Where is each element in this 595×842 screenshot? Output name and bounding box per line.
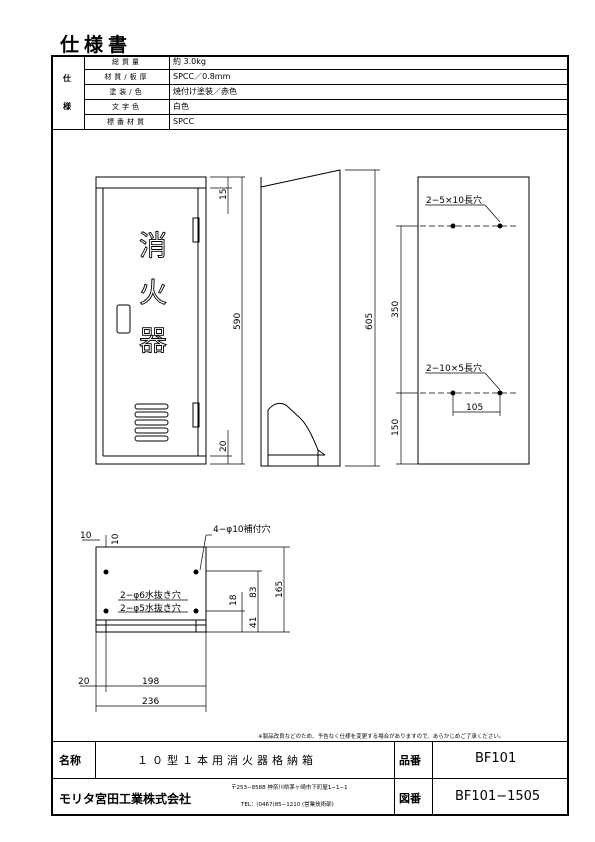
front-char: 消 bbox=[139, 229, 167, 262]
drawing-number: BF101−1505 bbox=[455, 789, 541, 804]
dim-hole-span: 350 bbox=[391, 301, 401, 318]
side-bracket bbox=[267, 402, 319, 466]
dim-plan-83: 83 bbox=[249, 587, 259, 598]
spec-row-label: 文字色 bbox=[85, 100, 170, 114]
dim-plan-20: 20 bbox=[78, 677, 90, 687]
dim-plan-h1: 2−φ6水抜き穴 bbox=[120, 589, 181, 601]
front-char: 器 bbox=[139, 324, 167, 357]
title-block-divider bbox=[95, 741, 96, 778]
disclaimer-note: ※製品改良などのため、予告なく仕様を変更する場合がありますので、あらかじめご了承… bbox=[258, 734, 505, 740]
page-title: 仕様書 bbox=[60, 34, 133, 56]
side-view bbox=[260, 169, 341, 467]
spec-row: 塗装/色 焼付け塗装／赤色 bbox=[85, 85, 569, 100]
company-name: モリタ宮田工業株式会社 bbox=[59, 792, 192, 806]
spec-row-label: 塗装/色 bbox=[85, 85, 170, 99]
front-outline bbox=[95, 176, 207, 465]
spec-row-value: SPCC／0.8mm bbox=[173, 72, 231, 81]
spec-row: 文字色 白色 bbox=[85, 100, 569, 115]
name-label: 名称 bbox=[59, 754, 81, 767]
spec-row-value: SPCC bbox=[173, 117, 195, 126]
title-block-top-rule bbox=[51, 741, 569, 742]
dim-holes-bottom: 2−10×5長穴 bbox=[426, 362, 482, 374]
back-dimensions bbox=[396, 204, 501, 465]
spec-row-label: 総質量 bbox=[85, 55, 170, 69]
dim-plan-holes: 4−φ10補付穴 bbox=[213, 523, 271, 535]
spec-row-label: 標番材質 bbox=[85, 115, 170, 129]
name-value: １０型１本用消火器格納箱 bbox=[137, 754, 317, 767]
hinge-bottom bbox=[192, 402, 200, 428]
dim-plan-198: 198 bbox=[142, 677, 159, 687]
front-dimensions bbox=[210, 176, 245, 465]
part-number: BF101 bbox=[475, 751, 517, 766]
hinge-top bbox=[192, 217, 200, 243]
door-handle bbox=[116, 304, 131, 334]
dim-plan-18: 18 bbox=[229, 594, 239, 606]
spec-table: 仕 様 総質量 約 3.0kg 材質/板厚 SPCC／0.8mm 塗装/色 焼付… bbox=[51, 55, 569, 130]
dim-front-top: 15 bbox=[219, 189, 229, 200]
dim-front-height: 590 bbox=[233, 313, 243, 330]
drawing-label: 図番 bbox=[399, 792, 421, 805]
part-label: 品番 bbox=[399, 754, 421, 767]
title-block: 名称 １０型１本用消火器格納箱 品番 BF101 モリタ宮田工業株式会社 〒25… bbox=[51, 741, 569, 816]
front-char: 火 bbox=[139, 276, 167, 309]
dim-plan-165: 165 bbox=[275, 581, 285, 598]
back-view bbox=[417, 176, 530, 465]
drawing-frame bbox=[51, 55, 569, 816]
spec-side-char-1: 仕 bbox=[63, 74, 71, 83]
dim-plan-10b: 10 bbox=[111, 533, 121, 545]
plan-view bbox=[95, 546, 207, 633]
spec-row: 標番材質 SPCC bbox=[85, 115, 569, 130]
company-address: 〒253−8588 神奈川県茅ヶ崎市下町屋1−1−1 bbox=[231, 785, 348, 791]
dim-plan-41: 41 bbox=[249, 617, 259, 628]
spec-row-value: 焼付け塗装／赤色 bbox=[173, 87, 237, 96]
plan-dimensions bbox=[80, 534, 290, 712]
company-tel: TEL：(0467)85−1210 (営業技術部) bbox=[241, 802, 334, 808]
spec-row-value: 約 3.0kg bbox=[173, 57, 206, 66]
spec-row: 総質量 約 3.0kg bbox=[85, 55, 569, 70]
title-block-divider bbox=[432, 741, 433, 816]
title-block-divider bbox=[394, 741, 395, 816]
dim-front-bottom: 20 bbox=[219, 440, 229, 452]
dim-hole-width: 105 bbox=[466, 403, 483, 413]
dim-plan-h2: 2−φ5水抜き穴 bbox=[120, 602, 181, 614]
dim-plan-10a: 10 bbox=[80, 531, 92, 541]
dim-hole-bottom: 150 bbox=[391, 419, 401, 436]
front-view bbox=[95, 176, 207, 465]
dim-plan-236: 236 bbox=[142, 697, 159, 707]
spec-row-value: 白色 bbox=[173, 102, 189, 111]
spec-side-char-2: 様 bbox=[63, 102, 71, 111]
spec-row-label: 材質/板厚 bbox=[85, 70, 170, 84]
side-dimensions bbox=[345, 169, 380, 467]
spec-row: 材質/板厚 SPCC／0.8mm bbox=[85, 70, 569, 85]
dim-side-height: 605 bbox=[365, 313, 375, 330]
vent-louvers bbox=[134, 403, 169, 442]
title-block-mid-rule bbox=[51, 778, 569, 779]
dim-holes-top: 2−5×10長穴 bbox=[426, 194, 482, 206]
spec-side-label: 仕 様 bbox=[51, 55, 85, 130]
